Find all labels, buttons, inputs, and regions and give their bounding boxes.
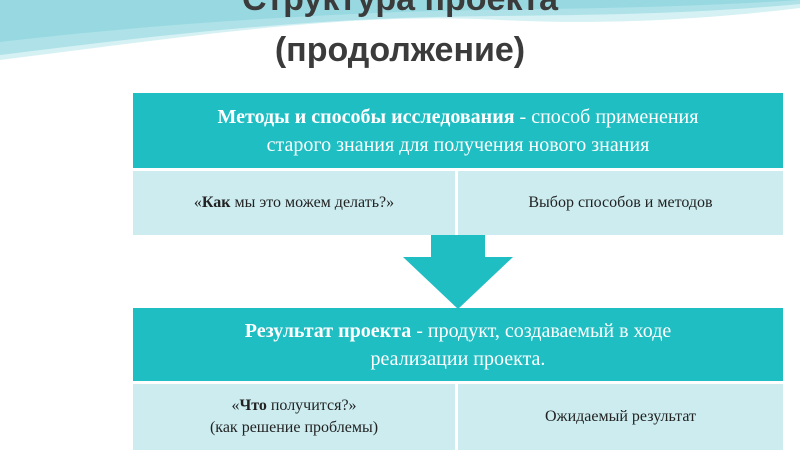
methods-header: Методы и способы исследования - способ п… <box>133 93 783 168</box>
methods-header-rest: - способ применения <box>514 105 699 128</box>
down-arrow-icon <box>403 235 513 309</box>
methods-answer-cell: Выбор способов и методов <box>458 171 783 235</box>
methods-question-rest: мы это можем делать?» <box>230 194 395 211</box>
result-row: «Что получится?» (как решение проблемы) … <box>133 381 783 450</box>
methods-header-bold: Методы и способы исследования <box>217 105 515 128</box>
result-question-quote: « <box>231 397 240 414</box>
slide-subtitle: (продолжение) <box>274 31 526 69</box>
result-header-bold: Результат проекта <box>244 319 412 342</box>
result-question-cell: «Что получится?» (как решение проблемы) <box>133 384 455 450</box>
result-header-rest: - продукт, создаваемый в ходе <box>411 319 672 342</box>
result-question-bold: Что <box>239 397 267 414</box>
decorative-wave <box>0 0 800 60</box>
result-block: Результат проекта - продукт, создаваемый… <box>133 308 783 450</box>
result-question-rest: получится?» <box>266 397 357 414</box>
methods-question-quote: « <box>193 194 202 211</box>
methods-question-bold: Как <box>201 194 231 211</box>
result-header-line2: реализации проекта. <box>370 347 546 370</box>
slide-title: Структура проекта <box>0 0 800 19</box>
methods-question-cell: «Как мы это можем делать?» <box>133 171 455 235</box>
methods-header-line2: старого знания для получения нового знан… <box>266 133 650 156</box>
result-question-line2: (как решение проблемы) <box>209 419 379 436</box>
methods-block: Методы и способы исследования - способ п… <box>133 93 783 235</box>
result-answer-cell: Ожидаемый результат <box>458 384 783 450</box>
result-header: Результат проекта - продукт, создаваемый… <box>133 308 783 381</box>
methods-row: «Как мы это можем делать?» Выбор способо… <box>133 168 783 235</box>
